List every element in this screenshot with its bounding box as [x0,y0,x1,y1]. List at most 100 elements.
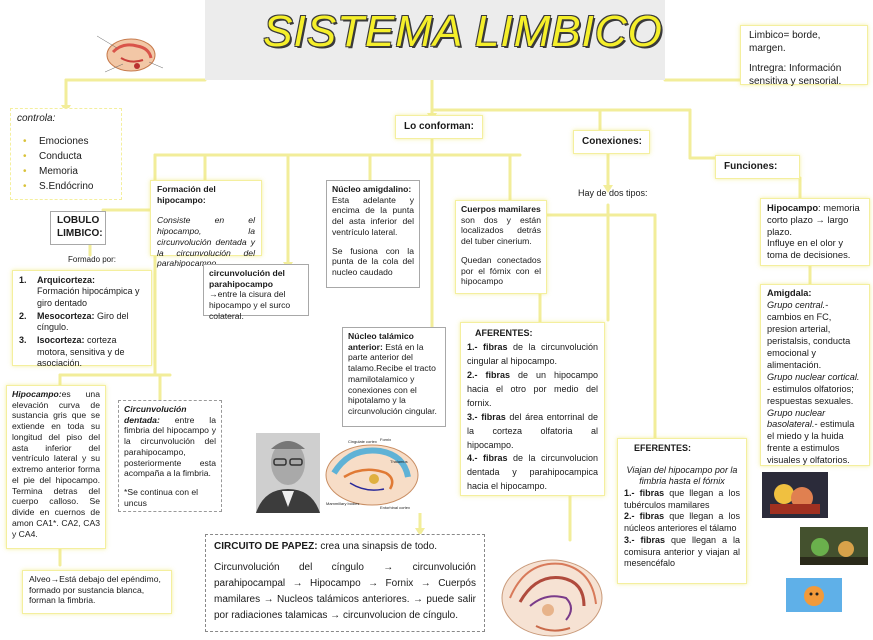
lo-conforman-label: Lo conforman: [395,115,483,139]
item-term: Isocorteza: [37,335,85,346]
item-text: de un hipocampo hacia el otro por medio … [467,369,598,408]
eferentes-title: EFERENTES: [634,443,692,453]
papez-portrait-image [256,433,320,513]
eferentes-box: EFERENTES: Viajan del hipocampo por la f… [617,438,747,584]
item-text: del área entorrinal de la corteza olfato… [467,411,598,450]
list-item: 2.- fibras de un hipocampo hacia el otro… [467,369,598,411]
item-number: 1. [19,275,27,285]
item-number: 2.- [624,511,635,522]
parahipocampo-term: circunvolución del parahipocampo [209,268,285,289]
circuito-papez-title: CIRCUITO DE PAPEZ: [214,541,318,552]
func-hipocampo-text2: Influye en el olor y toma de decisiones. [767,237,851,260]
amigdala-central-label: Grupo central. [767,299,826,310]
cuerpos-mamilares-text1: son dos y están localizados detrás del t… [461,214,541,247]
list-item: 3.- fibras del área entorrinal de la cor… [467,411,598,453]
item-desc: Giro del cíngulo. [37,310,129,332]
formacion-hipocampo-box: Formación del hipocampo: Consiste en el … [150,180,262,268]
alveo-box: Alveo→Está debajo del epéndimo, formado … [22,570,172,614]
list-item: S.Endócrino [17,179,115,194]
item-bold: fibras [481,411,506,422]
cartoon-image-3 [786,578,842,612]
list-item: Emociones [17,134,115,149]
nucleo-amigdalino-text1: Esta adelante y encima de la punta del a… [332,194,414,237]
formacion-hipocampo-title: Formación del hipocampo: [157,184,216,205]
item-number: 3.- [624,534,635,545]
list-item: 3.- fibras que llegan a la comisura ante… [624,535,740,570]
list-item: 1. Arquicorteza:Formación hipocámpica y g… [19,275,145,309]
item-text: que llegan a los núcleos anteriores el t… [624,511,740,534]
list-item: 1.- fibras de la circunvolución cingular… [467,341,598,369]
item-bold: fibras [639,511,665,522]
cartoon-image-2 [800,527,868,565]
circunvolucion-dentada-box: Circunvolución dentada: entre la fimbria… [118,400,222,512]
item-number: 2.- [467,369,478,380]
parahipocampo-box: circunvolución del parahipocampo →entre … [203,264,309,321]
brain-label: Entorhinal cortex [380,505,410,510]
list-item: 4.- fibras de la circunvolucion dentada … [467,452,598,494]
brain-diagram-mid: Cingulate cortex Fornix Thalamus Mammill… [320,433,422,513]
lobulo-list: 1. Arquicorteza:Formación hipocámpica y g… [19,275,145,369]
item-term: Arquicorteza: [37,275,96,285]
circuito-papez-box: CIRCUITO DE PAPEZ: crea una sinapsis de … [205,534,485,632]
nucleo-amigdalino-title: Núcleo amigdalino: [332,184,412,194]
brain-diagram-bottom [496,548,608,640]
list-item: 3. Isocorteza: corteza motora, sensitiva … [19,335,145,369]
aferentes-box: AFERENTES: 1.- fibras de la circunvoluci… [460,322,605,496]
formado-por-text: Formado por: [68,255,117,264]
item-number: 1.- [467,341,478,352]
item-number: 3.- [467,411,478,422]
item-text: que llegan a los tubérculos mamilares [624,488,740,510]
list-item: 2. Mesocorteza: Giro del cíngulo. [19,311,145,334]
lobulo-limbico-label: LOBULO LIMBICO: [50,211,106,245]
circunvolucion-dentada-note: *Se continua con el uncus [124,487,199,508]
aferentes-title: AFERENTES: [475,328,533,338]
arrow-right-icon: → [209,289,218,300]
lobulo-list-box: 1. Arquicorteza:Formación hipocámpica y g… [12,270,152,369]
amigdala-cortical-text: - estimulos olfatorios; respuestas sexua… [767,383,854,406]
circunvolucion-dentada-text: entre la fimbria del hipocampo y la circ… [124,414,216,479]
cuerpos-mamilares-text2: Quedan conectados por el fórnix con el h… [461,254,541,287]
alveo-term: Alveo [29,574,51,584]
parahipocampo-text: entre la cisura del hipocampo y el surco… [209,289,291,321]
list-item: Memoria [17,164,115,179]
item-term: Mesocorteza: [37,310,95,321]
item-number: 1.- [624,488,635,499]
nucleo-talamico-title: Núcleo talámico anterior: [348,331,414,352]
func-hipocampo-text: : memoria corto plazo → largo plazo. [767,202,860,237]
list-item: 2.- fibras que llegan a los núcleos ante… [624,511,740,534]
item-bold: fibras [483,341,508,352]
hipocampo-desc-box: Hipocampo:es una elevación curva de sust… [6,385,106,549]
item-number: 2. [19,310,27,321]
item-text: de la circunvolucion dentada y parahipoc… [467,453,598,492]
item-number: 3. [19,335,27,346]
funciones-label: Funciones: [715,155,800,179]
func-hipocampo-box: Hipocampo: memoria corto plazo → largo p… [760,198,870,266]
hipocampo-text: es una elevación curva de sustancia gris… [12,389,100,539]
item-number: 4.- [467,453,478,464]
circuito-papez-text: Circunvolución del cíngulo → circunvoluc… [214,562,476,621]
amigdala-basolateral-label: Grupo nuclear basolateral. [767,407,826,430]
eferentes-subtitle: Viajan del hipocampo por la fimbria hast… [626,464,738,487]
limbico-definition-line1: Limbico= borde, margen. [749,30,821,54]
func-amigdala-box: Amigdala: Grupo central.- cambios en FC,… [760,284,870,466]
brain-label: Thalamus [390,459,408,464]
nucleo-amigdalino-box: Núcleo amigdalino: Esta adelante y encim… [326,180,420,288]
item-text: de la circunvolución cingular al hipocam… [467,341,598,366]
item-bold: fibras [640,534,666,545]
item-desc: corteza motora, sensitiva y de asociació… [37,335,125,368]
item-desc: Formación hipocámpica y giro dentado [37,286,140,308]
nucleo-talamico-text: Está en la parte anterior del talamo.Rec… [348,341,437,417]
item-text: que llegan a la comisura anterior y viaj… [624,534,740,569]
cuerpos-mamilares-title: Cuerpos mamilares [461,204,541,214]
formacion-hipocampo-text: Consiste en el hipocampo, la circunvoluc… [157,215,255,269]
func-amigdala-term: Amigdala: [767,288,812,298]
nucleo-amigdalino-text2: Se fusiona con la punta de la cola del n… [332,245,414,278]
controla-list: Emociones Conducta Memoria S.Endócrino [17,134,115,194]
item-bold: fibras [639,488,665,499]
func-hipocampo-term: Hipocampo [767,202,819,213]
limbico-definition: Limbico= borde, margen. Intregra: Inform… [740,25,868,87]
amigdala-cortical-label: Grupo nuclear cortical. [767,371,860,382]
controla-heading: controla: [17,113,56,124]
item-bold: fibras [483,453,508,464]
amigdala-central-text: - cambios en FC, presion arterial, peris… [767,299,851,370]
